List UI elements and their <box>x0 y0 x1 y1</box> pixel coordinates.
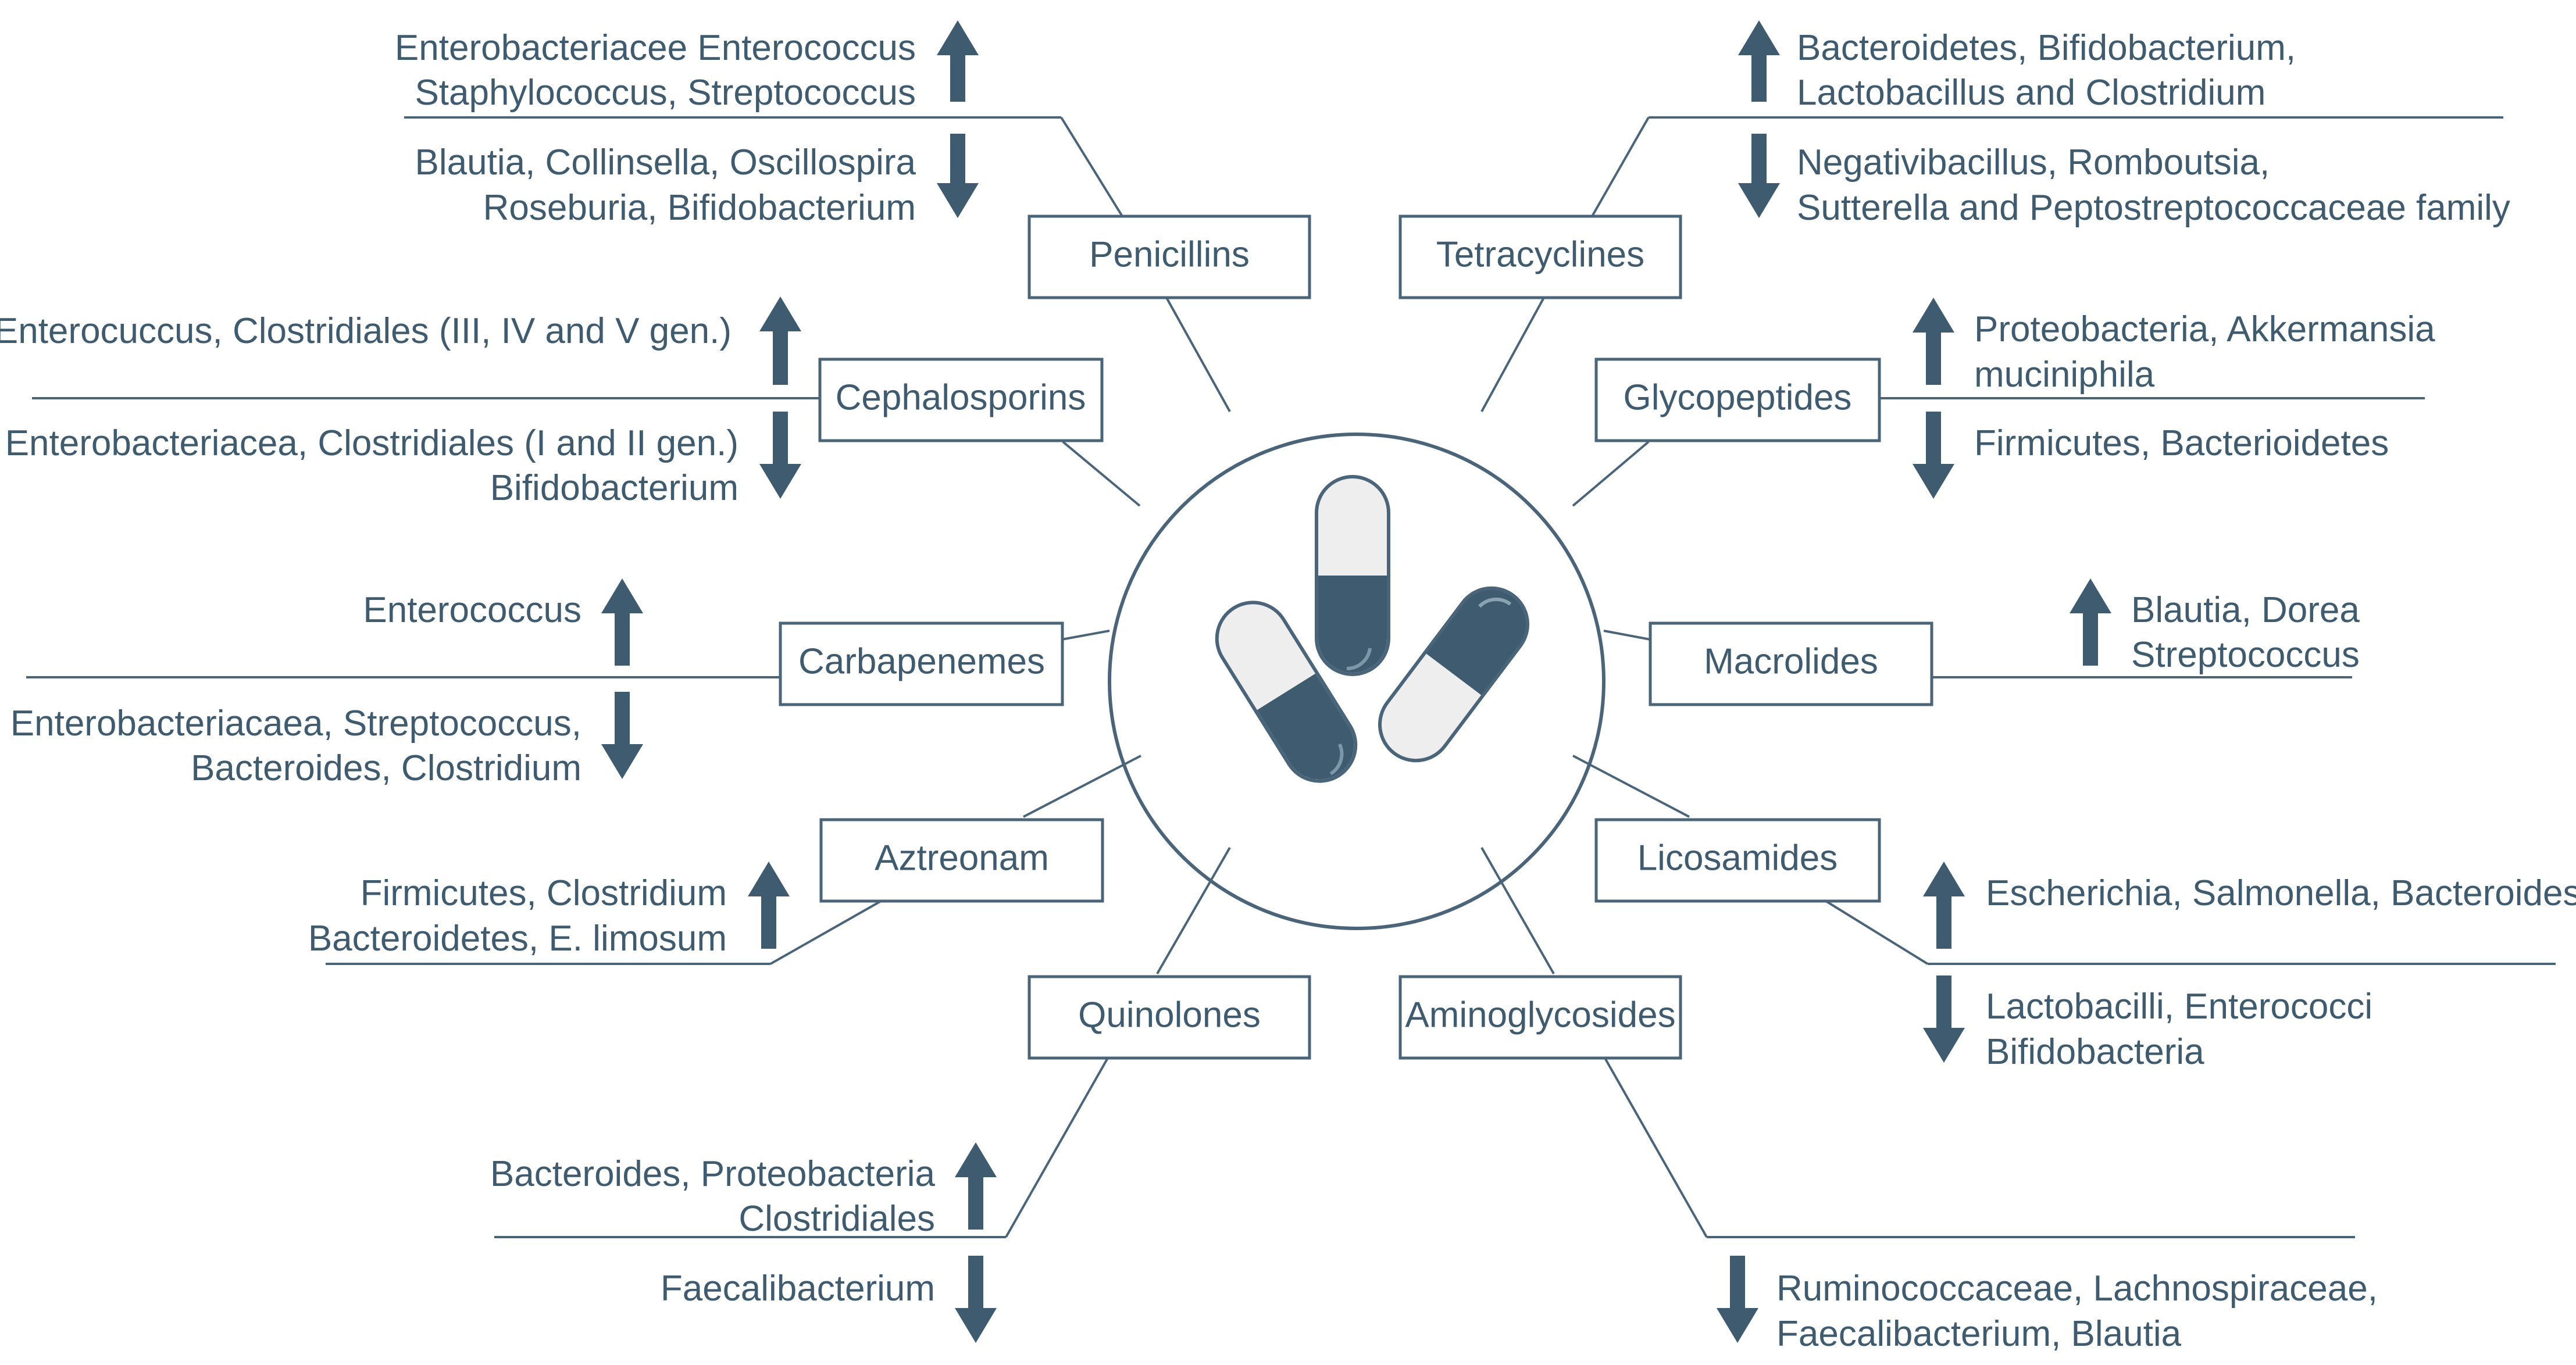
decrease-arrow-icon <box>601 692 643 779</box>
licosamides-decrease-line-2: Bifidobacteria <box>1986 1032 2204 1072</box>
quinolones-decrease-line-1: Faecalibacterium <box>661 1268 935 1309</box>
increase-arrow-icon <box>601 578 643 666</box>
aminoglycosides-decrease-line-2: Faecalibacterium, Blautia <box>1776 1314 2182 1354</box>
macrolides-label: Macrolides <box>1704 641 1878 681</box>
glycopeptides-decrease-line-1: Firmicutes, Bacterioidetes <box>1974 423 2389 463</box>
aminoglycosides-label: Aminoglycosides <box>1405 995 1675 1035</box>
class-aztreonam: Aztreonam <box>819 818 1104 903</box>
increase-arrow-icon <box>955 1142 997 1230</box>
decrease-arrow-icon <box>955 1256 997 1343</box>
macrolides-increase-line-1: Blautia, Dorea <box>2131 590 2360 630</box>
tetracyclines-label: Tetracyclines <box>1436 234 1644 274</box>
glycopeptides-box <box>1594 358 1881 442</box>
decrease-arrow-icon <box>1923 975 1965 1063</box>
carbapenemes-decrease-line-1: Enterobacteriacaea, Streptococcus, <box>10 703 581 744</box>
cephalosporins-decrease-line-2: Bifidobacterium <box>490 468 738 508</box>
aztreonam-increase-line-1: Firmicutes, Clostridium <box>361 873 727 913</box>
carbapenemes-box <box>779 621 1064 706</box>
class-tetracyclines: Tetracyclines <box>1398 215 1682 299</box>
tetracyclines-box <box>1398 215 1682 299</box>
licosamides-decrease-line-1: Lactobacilli, Enterococci <box>1986 987 2372 1027</box>
class-carbapenemes: Carbapenemes <box>779 621 1064 706</box>
macrolides-box <box>1649 621 1933 706</box>
licosamides-increase-line-1: Escherichia, Salmonella, Bacteroides <box>1986 873 2576 913</box>
spokes <box>1023 297 1690 974</box>
cephalosporins-box <box>818 358 1104 442</box>
licosamides-label: Licosamides <box>1637 838 1838 878</box>
penicillins-box <box>1027 215 1311 299</box>
class-aminoglycosides: Aminoglycosides <box>1398 975 1682 1060</box>
increase-arrow-icon <box>1923 862 1965 949</box>
quinolones-increase-line-2: Clostridiales <box>738 1199 935 1239</box>
center-circle <box>1108 433 1605 930</box>
class-penicillins: Penicillins <box>1027 215 1311 299</box>
quinolones-increase-line-1: Bacteroides, Proteobacteria <box>490 1154 936 1194</box>
class-macrolides: Macrolides <box>1649 621 1933 706</box>
carbapenemes-label: Carbapenemes <box>798 641 1045 681</box>
penicillins-decrease-line-1: Blautia, Collinsella, Oscillospira <box>415 142 916 183</box>
penicillins-increase-line-2: Staphylococcus, Streptococcus <box>415 73 916 113</box>
decrease-arrow-icon <box>1717 1256 1758 1343</box>
increase-arrow-icon <box>748 862 790 949</box>
tetracyclines-increase-line-2: Lactobacillus and Clostridium <box>1797 73 2265 113</box>
quinolones-label: Quinolones <box>1078 995 1261 1035</box>
cephalosporins-decrease-line-1: Enterobacteriacea, Clostridiales (I and … <box>5 423 738 463</box>
center-hub <box>1108 433 1605 930</box>
penicillins-decrease-line-2: Roseburia, Bifidobacterium <box>483 188 916 228</box>
class-glycopeptides: Glycopeptides <box>1594 358 1881 442</box>
aztreonam-label: Aztreonam <box>875 838 1049 878</box>
effect-labels: Enterobacteriacee Enterococcus Staphyloc… <box>0 28 2576 1354</box>
increase-arrow-icon <box>937 20 979 102</box>
licosamides-box <box>1594 818 1881 903</box>
glycopeptides-increase-line-2: muciniphila <box>1974 355 2155 395</box>
aminoglycosides-decrease-line-1: Ruminococcaceae, Lachnospiraceae, <box>1776 1268 2378 1309</box>
glycopeptides-increase-line-1: Proteobacteria, Akkermansia <box>1974 309 2435 349</box>
class-cephalosporins: Cephalosporins <box>818 358 1104 442</box>
antibiotic-capsules-icon <box>1215 475 1529 783</box>
aztreonam-increase-line-2: Bacteroidetes, E. limosum <box>308 919 727 959</box>
cephalosporins-label: Cephalosporins <box>836 377 1086 417</box>
decrease-arrow-icon <box>759 412 801 499</box>
macrolides-increase-line-2: Streptococcus <box>2131 635 2360 675</box>
penicillins-increase-line-1: Enterobacteriacee Enterococcus <box>395 28 916 68</box>
class-quinolones: Quinolones <box>1027 975 1311 1060</box>
increase-arrow-icon <box>1738 20 1780 102</box>
increase-arrow-icon <box>759 296 801 385</box>
connectors <box>770 116 1936 1238</box>
arrows <box>601 20 2111 1343</box>
decrease-arrow-icon <box>1913 412 1954 499</box>
quinolones-box <box>1027 975 1311 1060</box>
carbapenemes-increase-line-1: Enterococcus <box>363 590 581 630</box>
carbapenemes-decrease-line-2: Bacteroides, Clostridium <box>191 748 581 788</box>
decrease-arrow-icon <box>937 134 979 218</box>
tetracyclines-increase-line-1: Bacteroidetes, Bifidobacterium, <box>1797 28 2296 68</box>
penicillins-label: Penicillins <box>1089 234 1250 274</box>
class-licosamides: Licosamides <box>1594 818 1881 903</box>
rules <box>26 116 2556 1238</box>
aminoglycosides-box <box>1398 975 1682 1060</box>
decrease-arrow-icon <box>1738 134 1780 218</box>
increase-arrow-icon <box>1913 298 1954 385</box>
glycopeptides-label: Glycopeptides <box>1624 377 1852 417</box>
cephalosporins-increase-line-1: Enterocuccus, Clostridiales (III, IV and… <box>0 311 732 351</box>
tetracyclines-decrease-line-1: Negativibacillus, Romboutsia, <box>1797 142 2270 183</box>
aztreonam-box <box>819 818 1104 903</box>
tetracyclines-decrease-line-2: Sutterella and Peptostreptococcaceae fam… <box>1797 188 2510 228</box>
increase-arrow-icon <box>2070 578 2111 666</box>
